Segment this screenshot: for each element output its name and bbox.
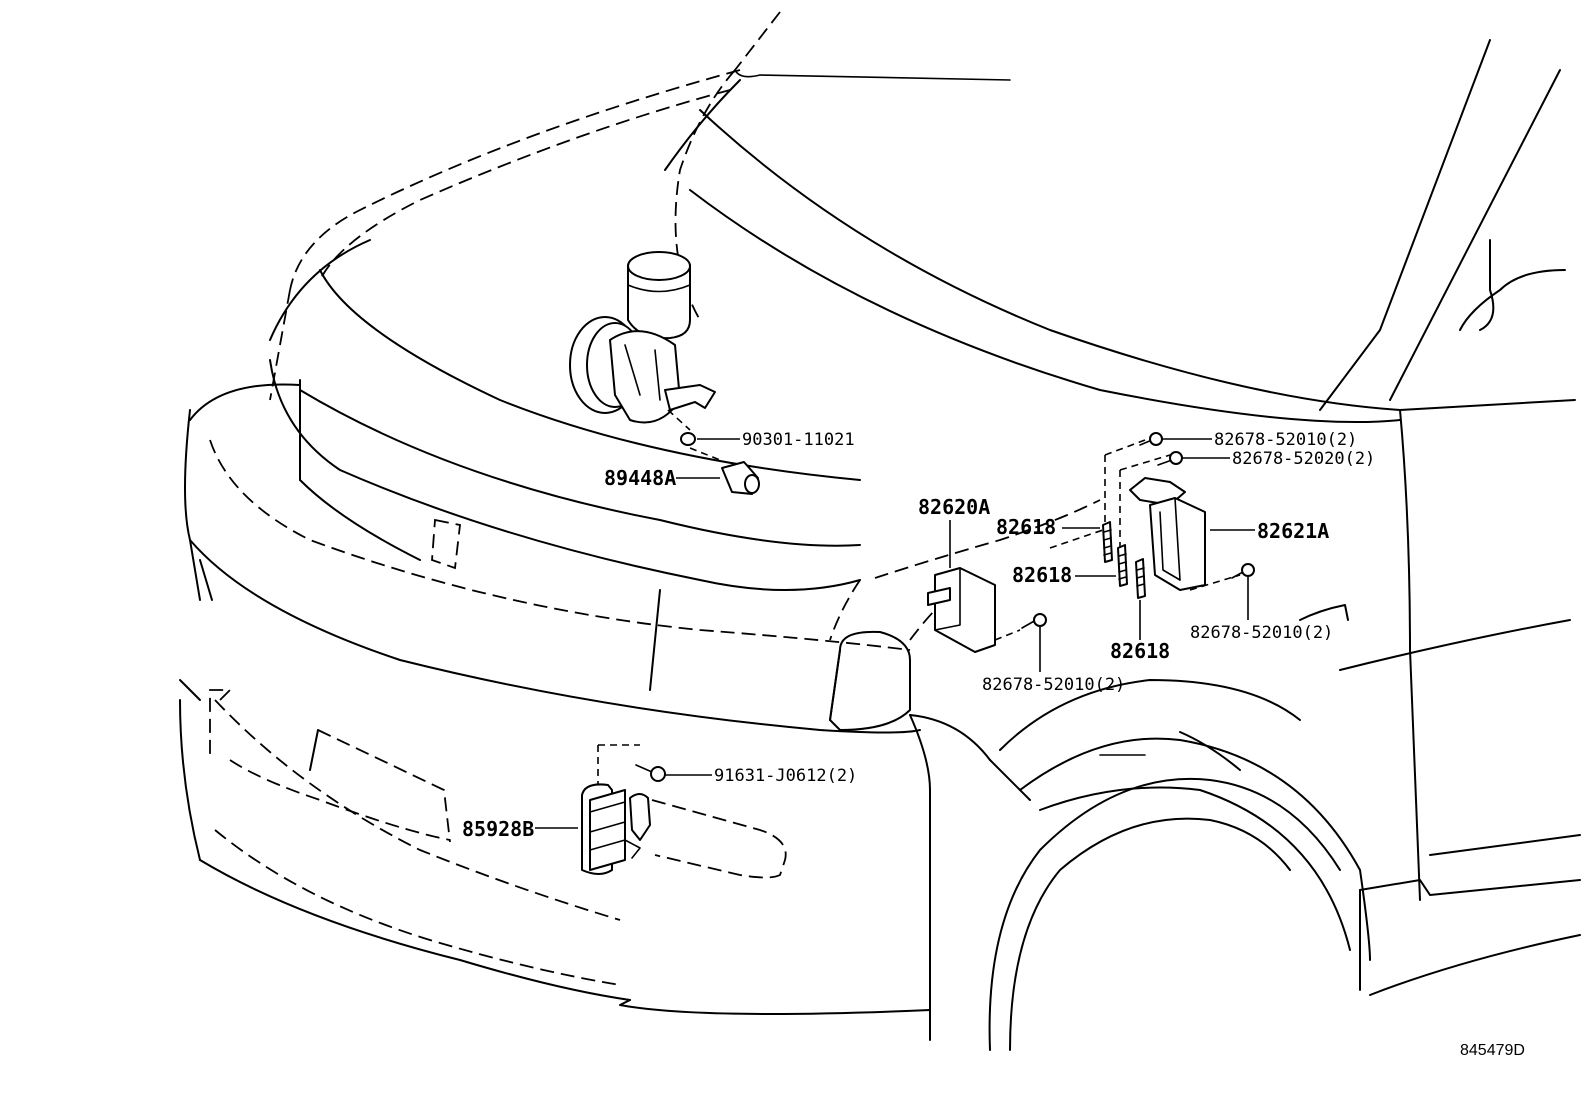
label-82618-middle: 82618: [1012, 563, 1072, 587]
label-82621A: 82621A: [1257, 519, 1329, 543]
bracket-part: [1129, 477, 1206, 591]
vehicle-outline: [179, 11, 1581, 1051]
illustration-code: 845479D: [1460, 1042, 1525, 1059]
label-91631-J0612: 91631-J0612(2): [714, 766, 857, 786]
label-90301-11021: 90301-11021: [742, 430, 855, 450]
label-82678-52010-right: 82678-52010(2): [1190, 623, 1333, 643]
label-82678-52020: 82678-52020(2): [1232, 449, 1375, 469]
relay-part: [581, 783, 651, 875]
label-89448A: 89448A: [604, 466, 676, 490]
label-82618-upper: 82618: [996, 515, 1056, 539]
bolt-top-2: [1157, 451, 1183, 466]
bolt-top-1: [1139, 432, 1163, 446]
bolt-lower-left: [1021, 613, 1047, 629]
bolt-right: [1231, 563, 1255, 579]
label-82678-52010-top: 82678-52010(2): [1214, 430, 1357, 450]
screw-part: [635, 764, 666, 782]
label-82620A: 82620A: [918, 495, 990, 519]
o-ring-part: [680, 432, 696, 446]
label-85928B: 85928B: [462, 817, 534, 841]
control-module-part: [927, 567, 996, 653]
washer-reservoir-assembly: [569, 251, 716, 424]
washer-motor-part: [721, 461, 760, 495]
label-82618-lower: 82618: [1110, 639, 1170, 663]
leader-lines: [535, 438, 1255, 829]
label-82678-52010-lower: 82678-52010(2): [982, 675, 1125, 695]
spacer-parts: [1102, 521, 1146, 599]
